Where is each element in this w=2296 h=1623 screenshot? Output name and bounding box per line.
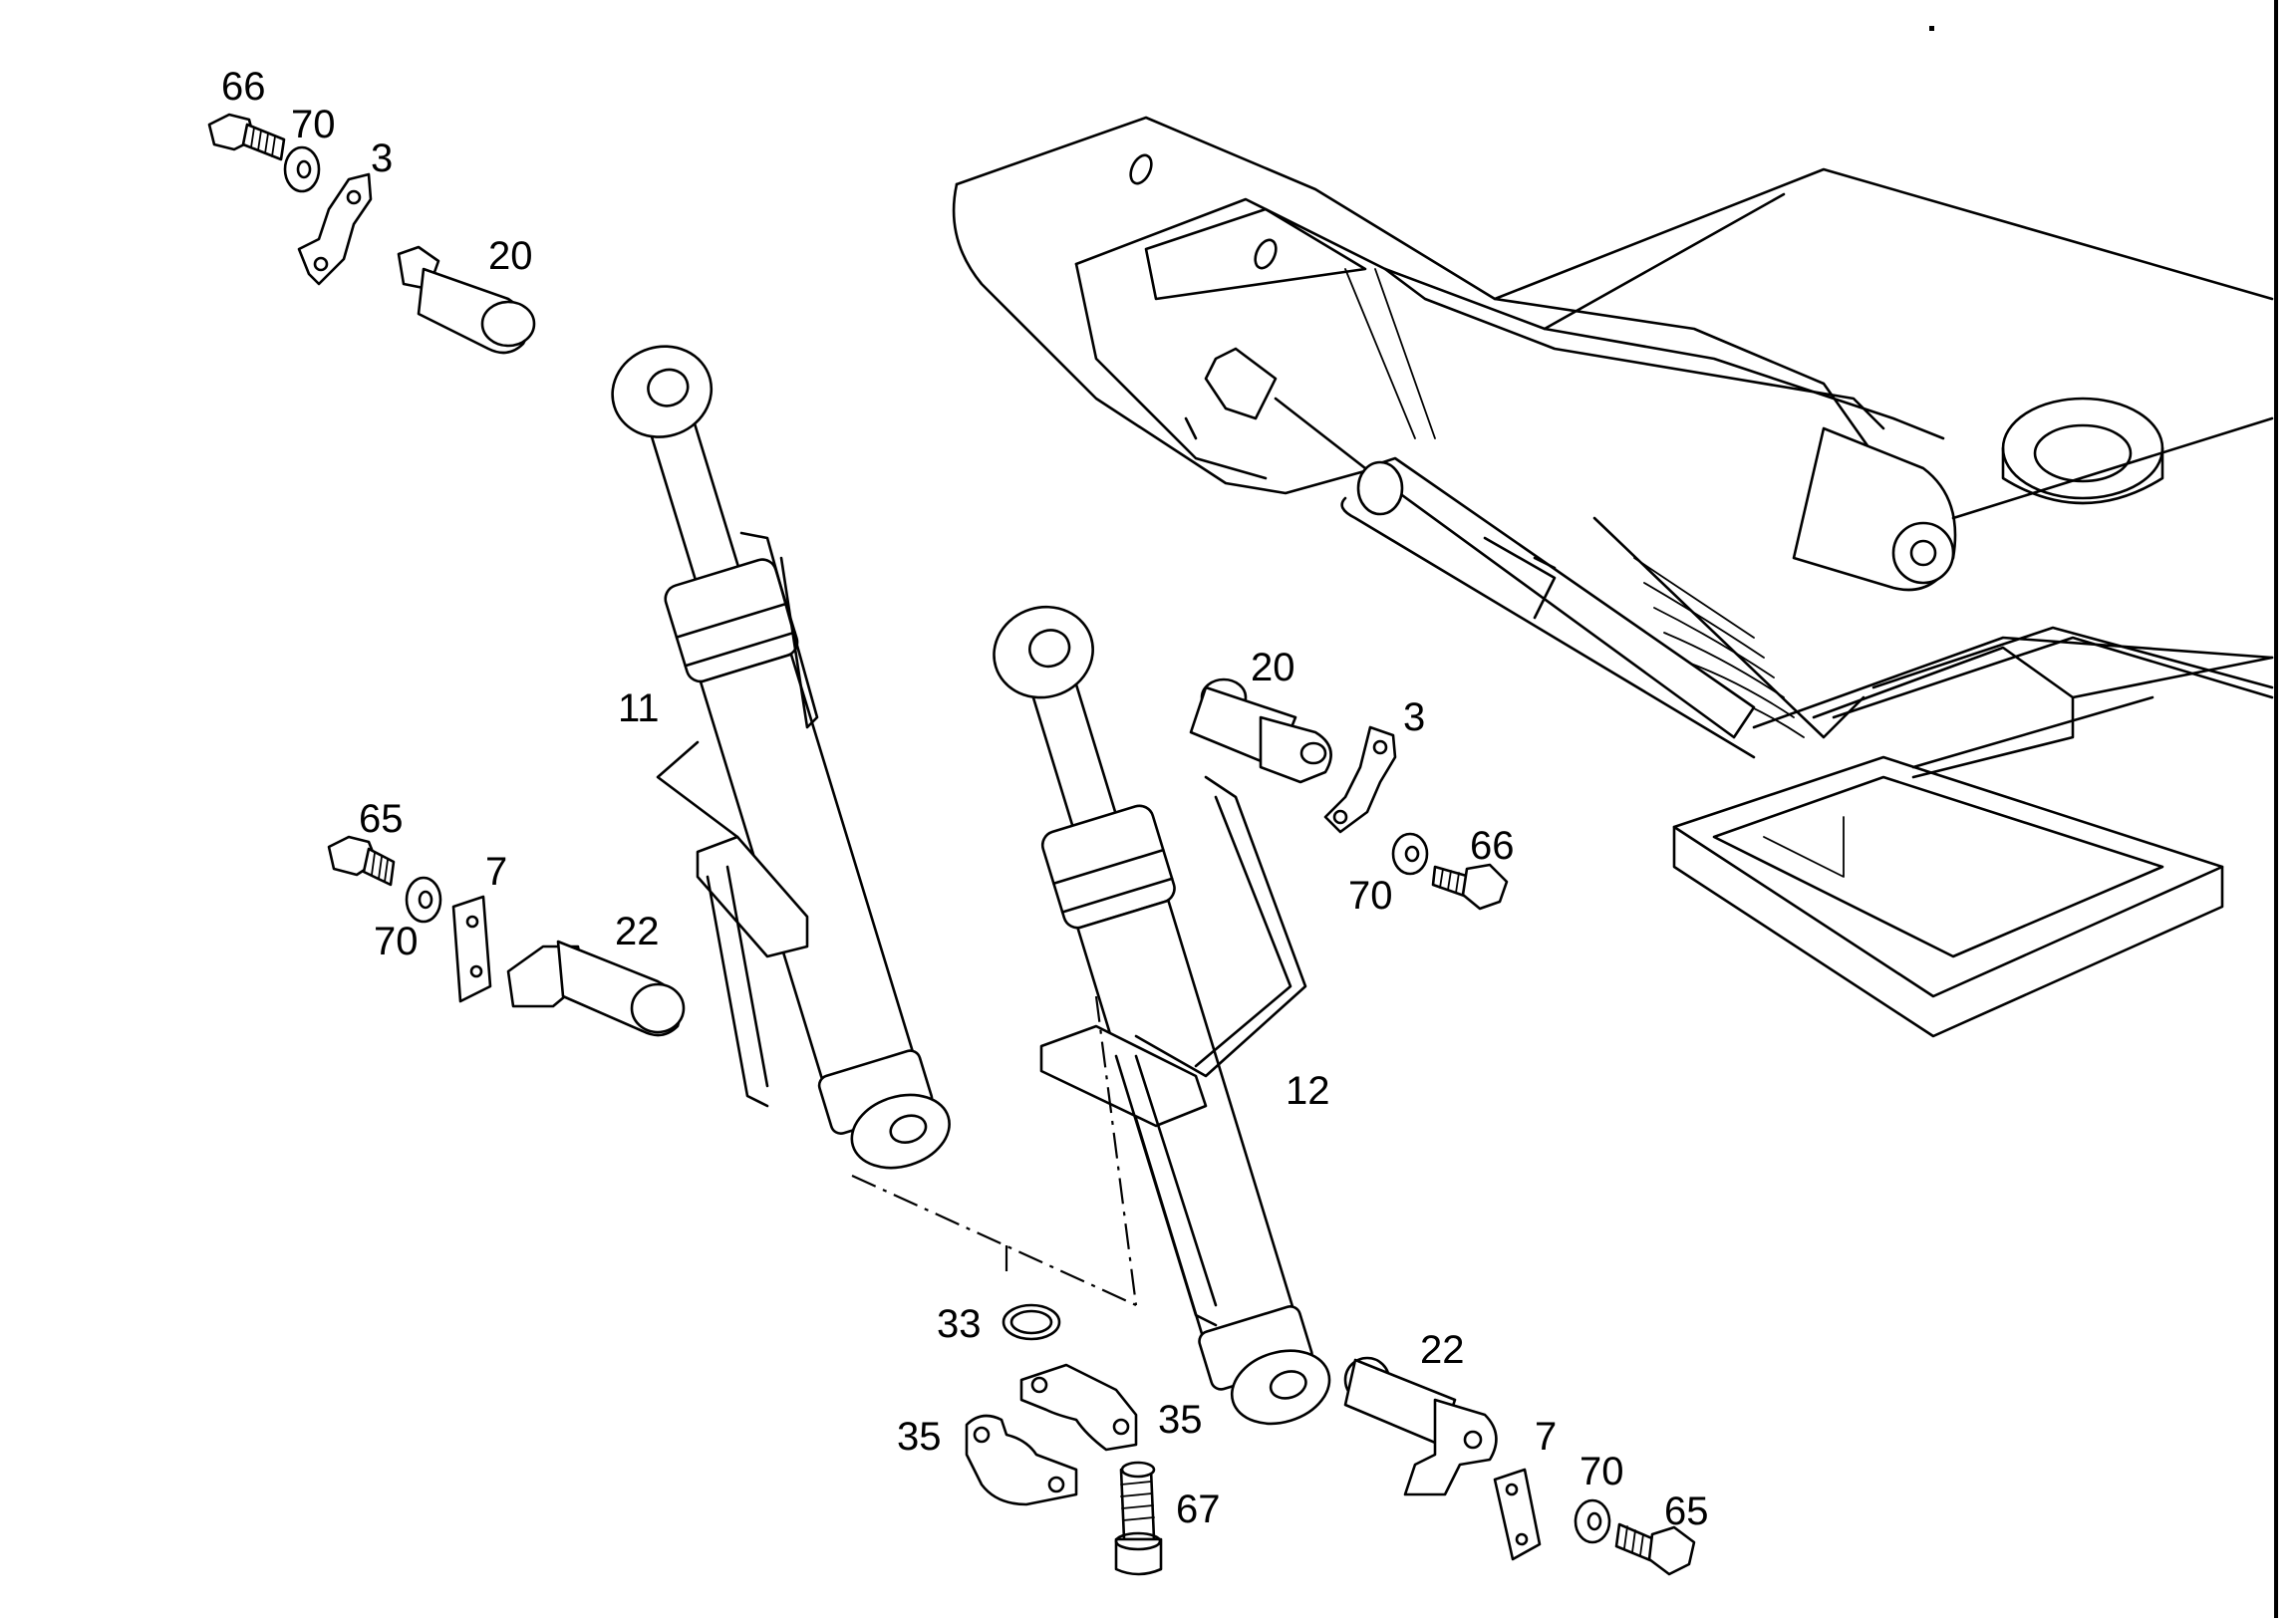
washer-70-mid-left: [405, 876, 442, 924]
pipe-left: [739, 531, 819, 729]
plate-7-mid-left: [451, 895, 492, 1003]
label-oring-33: 33: [937, 1302, 982, 1346]
bolt-66-mid-right: [1431, 863, 1509, 911]
speck: [1929, 26, 1934, 31]
hydraulic-cylinder-left: [611, 345, 951, 1170]
label-bolt-65-br: 65: [1664, 1489, 1709, 1533]
pin-22-bottom-right: [1343, 1356, 1498, 1496]
label-clamp-3-tl: 3: [371, 136, 393, 180]
flange-half-35-b: [1019, 1363, 1138, 1452]
assembly-line: [851, 1174, 1137, 1307]
label-washer-70-tl: 70: [291, 103, 336, 146]
bolt-65-bottom-right: [1614, 1522, 1696, 1576]
label-pin-20-mr: 20: [1251, 646, 1295, 689]
washer-70-top-left: [283, 145, 321, 193]
label-flange-35-b: 35: [1158, 1398, 1203, 1442]
washer-70-mid-right: [1391, 832, 1429, 876]
label-pin-22-ml: 22: [615, 910, 660, 953]
valve-block-left: [696, 835, 809, 958]
bolt-66-top-left: [207, 113, 286, 161]
label-bolt-66-tl: 66: [221, 65, 266, 109]
bolt-65-mid-left: [327, 835, 396, 887]
label-cylinder-12: 12: [1286, 1069, 1330, 1113]
label-clamp-3-mr: 3: [1403, 695, 1425, 739]
label-flange-35-a: 35: [897, 1415, 942, 1459]
pipe-left-3: [706, 875, 769, 1108]
hydraulic-cylinder-right: [993, 605, 1331, 1426]
plate-7-bottom-right: [1493, 1468, 1542, 1561]
label-pin-20-tl: 20: [488, 234, 533, 278]
label-washer-70-mr: 70: [1348, 874, 1393, 918]
label-bolt-66-mr: 66: [1470, 824, 1515, 868]
washer-70-bottom-right: [1574, 1498, 1611, 1544]
label-plate-7-ml: 7: [485, 850, 507, 894]
screw-67: [1114, 1461, 1163, 1576]
label-pin-22-br: 22: [1420, 1328, 1465, 1372]
pipe-right: [1134, 775, 1307, 1078]
pin-20-mid-right: [1189, 677, 1332, 784]
pin-22-mid-left: [506, 940, 686, 1037]
clamp-3-top-left: [297, 172, 373, 286]
label-plate-7-br: 7: [1535, 1415, 1557, 1459]
label-screw-67: 67: [1176, 1488, 1221, 1531]
label-washer-70-ml: 70: [374, 920, 419, 963]
label-cylinder-11: 11: [618, 686, 660, 730]
label-washer-70-br: 70: [1579, 1450, 1624, 1493]
machine-frame: [952, 116, 2274, 1038]
label-bolt-65-ml: 65: [359, 797, 404, 841]
pin-20-top-left: [397, 245, 536, 355]
